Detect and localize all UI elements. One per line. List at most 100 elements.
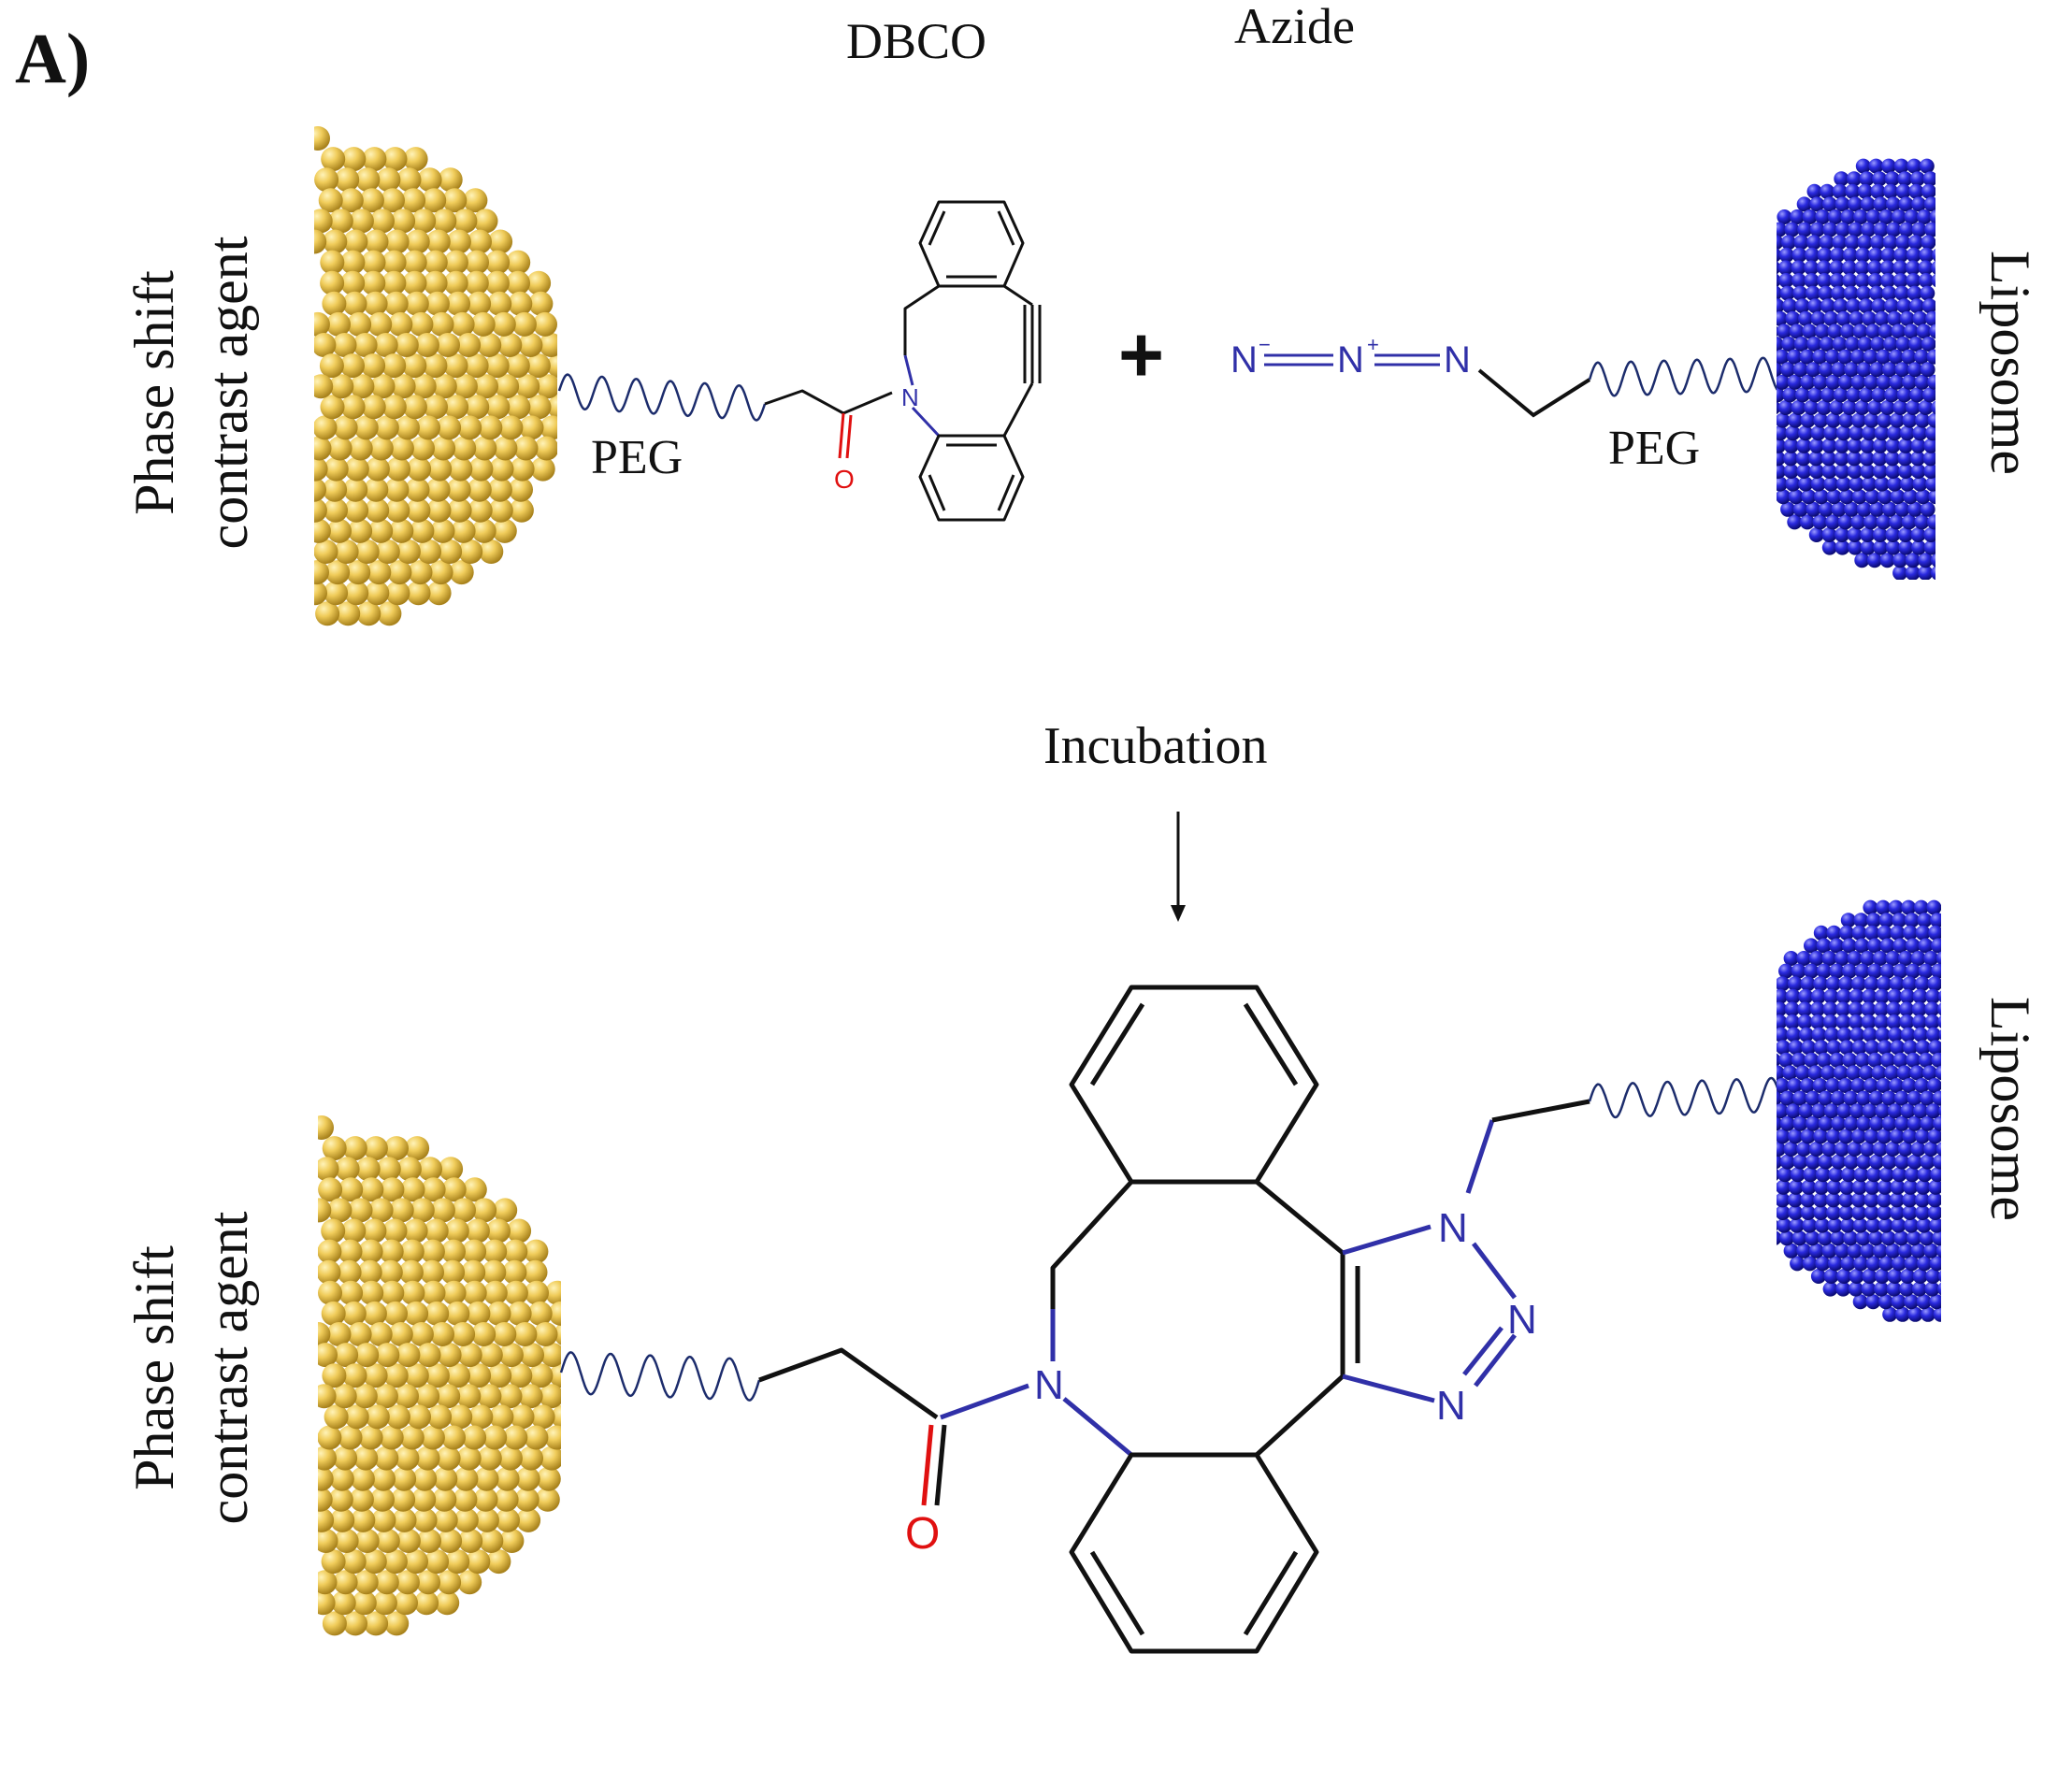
particle-bead <box>1843 1154 1859 1170</box>
particle-bead <box>1868 1090 1884 1106</box>
triazole-product-molecule <box>758 985 1590 1654</box>
particle-bead <box>428 560 453 585</box>
particle-bead <box>347 311 372 337</box>
particle-bead <box>378 1259 403 1285</box>
particle-bead <box>1899 425 1915 441</box>
particle-bead <box>1855 1230 1871 1246</box>
particle-bead <box>315 601 340 626</box>
particle-bead <box>444 395 469 420</box>
particle-bead <box>484 270 510 295</box>
particle-bead <box>1876 899 1891 915</box>
particle-bead <box>1935 1065 1941 1081</box>
particle-bead <box>1783 1243 1799 1258</box>
particle-bead <box>430 1198 455 1223</box>
particle-bead <box>1825 374 1841 390</box>
particle-bead <box>1850 514 1866 530</box>
particle-bead <box>1915 1129 1930 1144</box>
particle-bead <box>1761 1103 1776 1118</box>
particle-bead <box>1799 514 1815 530</box>
particle-bead <box>1792 362 1808 378</box>
particle-bead <box>1818 1090 1834 1106</box>
particle-bead <box>1902 1129 1918 1144</box>
particle-bead <box>1726 324 1741 338</box>
particle-bead <box>1917 1256 1933 1272</box>
particle-bead <box>1881 1154 1897 1170</box>
particle-bead <box>1777 298 1785 314</box>
particle-bead <box>482 1239 508 1264</box>
liposome-label-bottom: Liposome <box>1979 997 2041 1221</box>
particle-bead <box>1909 298 1925 314</box>
particle-bead <box>1806 235 1822 251</box>
particle-bead <box>506 270 530 295</box>
particle-bead <box>1749 1205 1764 1220</box>
particle-bead <box>437 1343 462 1368</box>
particle-bead <box>1820 1065 1836 1081</box>
particle-bead <box>1777 489 1791 505</box>
particle-bead <box>422 188 447 213</box>
particle-bead <box>1793 235 1809 251</box>
particle-bead <box>361 250 386 275</box>
particle-bead <box>1798 310 1813 326</box>
particle-bead <box>1854 553 1870 568</box>
left-particle-label-top-line1: Phase shift <box>123 270 185 515</box>
particle-bead <box>1818 1115 1834 1131</box>
particle-bead <box>383 1301 408 1326</box>
particle-bead <box>1804 273 1820 288</box>
particle-bead <box>334 1529 359 1553</box>
particle-bead <box>1928 1040 1941 1056</box>
particle-bead <box>1936 1002 1941 1016</box>
particle-bead <box>395 1570 420 1595</box>
particle-bead <box>1862 425 1877 441</box>
particle-bead <box>427 456 453 482</box>
particle-bead <box>370 1487 395 1512</box>
particle-bead <box>1814 1217 1830 1233</box>
particle-bead <box>1896 298 1912 314</box>
particle-bead <box>1847 527 1863 542</box>
particle-bead <box>1802 1217 1818 1233</box>
particle-bead <box>373 1384 398 1409</box>
particle-bead <box>1891 1294 1907 1310</box>
particle-bead <box>354 1343 380 1368</box>
particle-bead <box>1911 222 1927 237</box>
particle-bead <box>1899 1001 1915 1017</box>
particle-bead <box>338 1177 364 1202</box>
particle-bead <box>1905 400 1921 415</box>
panel-label: A) <box>15 20 90 98</box>
azide-charge2: + <box>1367 333 1379 356</box>
particle-bead <box>482 1280 508 1305</box>
particle-bead <box>1843 1115 1859 1131</box>
particle-bead <box>1892 565 1908 580</box>
particle-bead <box>1868 247 1883 263</box>
particle-bead <box>1919 247 1935 263</box>
particle-bead <box>1853 1167 1869 1183</box>
particle-bead <box>1820 183 1835 199</box>
particle-bead <box>1907 1306 1923 1322</box>
particle-bead <box>1783 1142 1799 1157</box>
particle-bead <box>1903 489 1919 505</box>
particle-bead <box>365 1404 390 1430</box>
particle-bead <box>1892 963 1908 979</box>
particle-bead <box>1800 1192 1816 1208</box>
particle-bead <box>1835 438 1850 453</box>
particle-bead <box>1892 913 1907 928</box>
particle-bead <box>505 353 530 379</box>
particle-bead <box>1882 1306 1898 1322</box>
particle-bead <box>1854 938 1870 954</box>
particle-bead <box>411 209 437 234</box>
particle-bead <box>1789 1217 1805 1233</box>
particle-bead <box>1880 247 1896 263</box>
particle-bead <box>1857 235 1873 251</box>
particle-bead <box>1876 374 1892 390</box>
particle-bead <box>1777 1043 1778 1052</box>
particle-bead <box>1837 514 1853 530</box>
particle-bead <box>425 229 451 254</box>
particle-bead <box>1809 222 1825 237</box>
particle-bead <box>1737 1180 1752 1195</box>
particle-bead <box>524 1239 549 1264</box>
particle-bead <box>1847 951 1863 966</box>
particle-bead <box>396 167 422 193</box>
particle-bead <box>482 1259 507 1285</box>
particle-bead <box>1876 1078 1892 1093</box>
particle-bead <box>1873 222 1889 237</box>
particle-bead <box>1901 899 1917 915</box>
